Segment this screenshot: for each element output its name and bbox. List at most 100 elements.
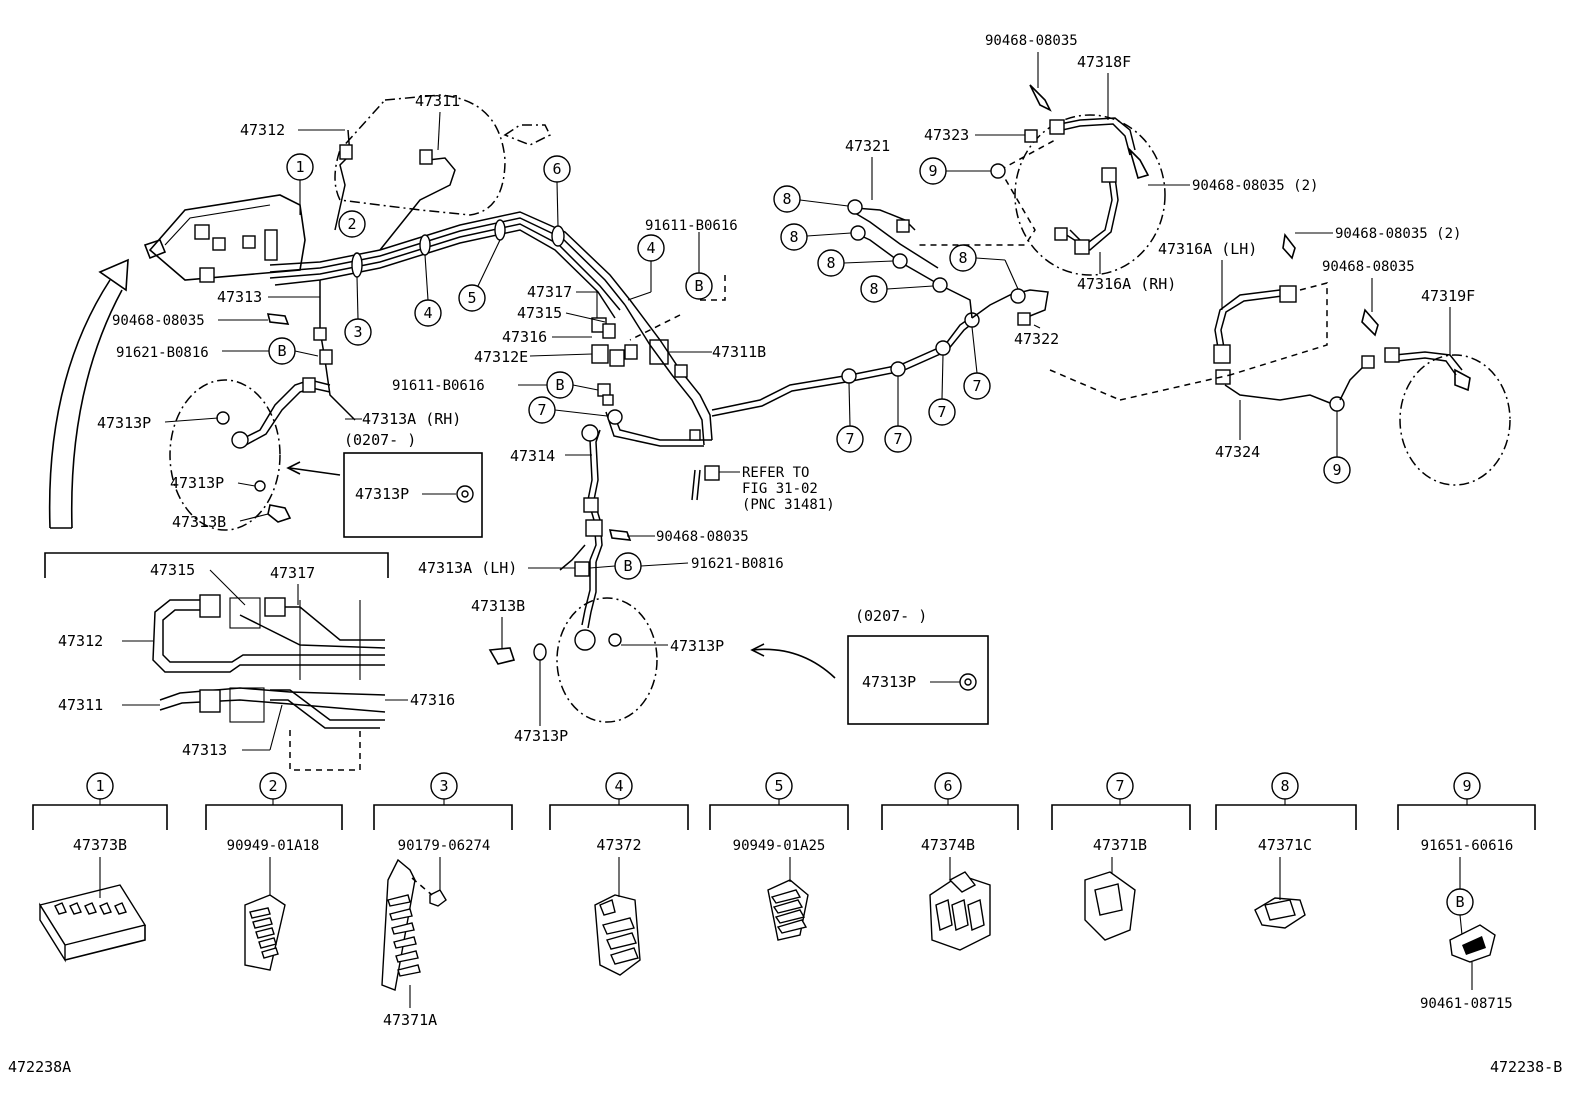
callout-5: 5	[458, 239, 501, 312]
legend-sub-part-3: 47371A	[383, 1011, 437, 1029]
callout-8e: 8	[949, 244, 1019, 290]
front-lh-line	[488, 424, 622, 665]
svg-text:(0207- ): (0207- )	[344, 431, 416, 449]
svg-text:5: 5	[467, 289, 476, 307]
label-90468-2b: 90468-08035 (2)	[1335, 226, 1461, 242]
front-lh-wheel-outline	[556, 597, 658, 723]
callout-4b: 4	[627, 234, 665, 301]
front-rh-wheel-outline	[169, 379, 281, 531]
label-47313p-2: 47313P	[170, 474, 224, 492]
date-box-2: (0207- ) 47313P	[750, 607, 989, 725]
svg-text:7: 7	[893, 430, 902, 448]
svg-text:B: B	[555, 376, 564, 394]
part-labels: 47312 47311 47313 90468-08035 91621-B081…	[97, 33, 1475, 745]
legend-callout-number: 2	[268, 777, 277, 795]
diagram-code-left: 472238A	[8, 1058, 71, 1076]
legend-item-5: 5 90949-01A25	[709, 772, 849, 854]
legend-part-number: 47372	[596, 836, 641, 854]
legend-part-number: 47371C	[1258, 836, 1312, 854]
label-47313a-lh: 47313A (LH)	[418, 559, 517, 577]
svg-text:7: 7	[845, 430, 854, 448]
legend-item-4: 4 47372	[549, 772, 689, 854]
label-47318f: 47318F	[1077, 53, 1131, 71]
legend-part-number: 90949-01A25	[733, 838, 826, 854]
refer-line-2: FIG 31-02	[742, 481, 818, 497]
detail-inset: 47315 47317 47312 47311 47316 47313	[44, 552, 455, 771]
label-47317: 47317	[527, 283, 572, 301]
callout-b-4: B	[589, 552, 689, 580]
label-47313p-3: 47313P	[670, 637, 724, 655]
label-47322: 47322	[1014, 330, 1059, 348]
svg-text:B: B	[277, 342, 286, 360]
booster-pipes	[334, 129, 456, 251]
booster-outline	[334, 94, 552, 216]
callout-7a: 7	[528, 396, 608, 424]
label-47315: 47315	[517, 304, 562, 322]
svg-text:B: B	[1455, 893, 1464, 911]
legend-sub-part-9: 90461-08715	[1420, 996, 1513, 1012]
label-47313b-2: 47313B	[471, 597, 525, 615]
front-rh-line	[216, 280, 356, 523]
callout-7b: 7	[836, 382, 864, 453]
label-47312e: 47312E	[474, 348, 528, 366]
label-47316a-rh: 47316A (RH)	[1077, 275, 1176, 293]
inset-label-47313: 47313	[182, 741, 227, 759]
label-47311: 47311	[415, 92, 460, 110]
legend-callout-number: 5	[774, 777, 783, 795]
svg-text:8: 8	[782, 190, 791, 208]
callout-4a: 4	[414, 254, 442, 327]
legend-part-number: 47371B	[1093, 836, 1147, 854]
inset-label-47311: 47311	[58, 696, 103, 714]
label-90468-a: 90468-08035	[112, 313, 205, 329]
label-47316: 47316	[502, 328, 547, 346]
legend-item-7: 7 47371B	[1051, 772, 1191, 854]
svg-text:47313P: 47313P	[862, 673, 916, 691]
callout-6: 6	[543, 155, 571, 227]
svg-text:6: 6	[552, 160, 561, 178]
legend-part-number: 47373B	[73, 836, 127, 854]
b-callouts: B B B B	[222, 232, 713, 580]
legend-callout-number: 1	[95, 777, 104, 795]
legend-item-6: 6 47374B	[881, 772, 1019, 854]
callout-8a: 8	[773, 185, 849, 213]
callout-8c: 8	[817, 249, 894, 277]
legend-callout-number: 4	[614, 777, 623, 795]
legend-callout-number: 7	[1115, 777, 1124, 795]
label-91611-a: 91611-B0616	[645, 218, 738, 234]
junction-block	[591, 299, 713, 447]
svg-text:(0207- ): (0207- )	[855, 607, 927, 625]
label-47313p-1: 47313P	[97, 414, 151, 432]
main-pipe-bundle	[269, 211, 631, 319]
legend-callout-number: 8	[1280, 777, 1289, 795]
label-47312: 47312	[240, 121, 285, 139]
refer-line	[691, 465, 720, 501]
label-90468-c: 90468-08035	[1322, 259, 1415, 275]
callout-b-2: B	[685, 232, 713, 300]
inset-label-47312: 47312	[58, 632, 103, 650]
legend-part-number: 47374B	[921, 836, 975, 854]
big-arrow	[48, 258, 129, 529]
svg-text:1: 1	[295, 158, 304, 176]
label-47314: 47314	[510, 447, 555, 465]
callout-9b: 9	[1323, 411, 1351, 484]
label-47313: 47313	[217, 288, 262, 306]
label-47321: 47321	[845, 137, 890, 155]
refer-line-1: REFER TO	[742, 465, 809, 481]
label-91611-b: 91611-B0616	[392, 378, 485, 394]
inset-label-47315: 47315	[150, 561, 195, 579]
label-47319f: 47319F	[1421, 287, 1475, 305]
legend-callout-number: 6	[943, 777, 952, 795]
label-47316a-lh: 47316A (LH)	[1158, 240, 1257, 258]
svg-text:9: 9	[1332, 461, 1341, 479]
date-box-1: (0207- ) 47313P	[286, 431, 483, 538]
rear-upper-line	[847, 199, 1049, 326]
label-47324: 47324	[1215, 443, 1260, 461]
legend-row: 147373B290949-01A18390179-06274447372590…	[32, 772, 1536, 1029]
label-47313a-rh: 47313A (RH)	[362, 410, 461, 428]
svg-text:2: 2	[347, 215, 356, 233]
label-47313b-1: 47313B	[172, 513, 226, 531]
callout-2: 2	[338, 210, 366, 238]
